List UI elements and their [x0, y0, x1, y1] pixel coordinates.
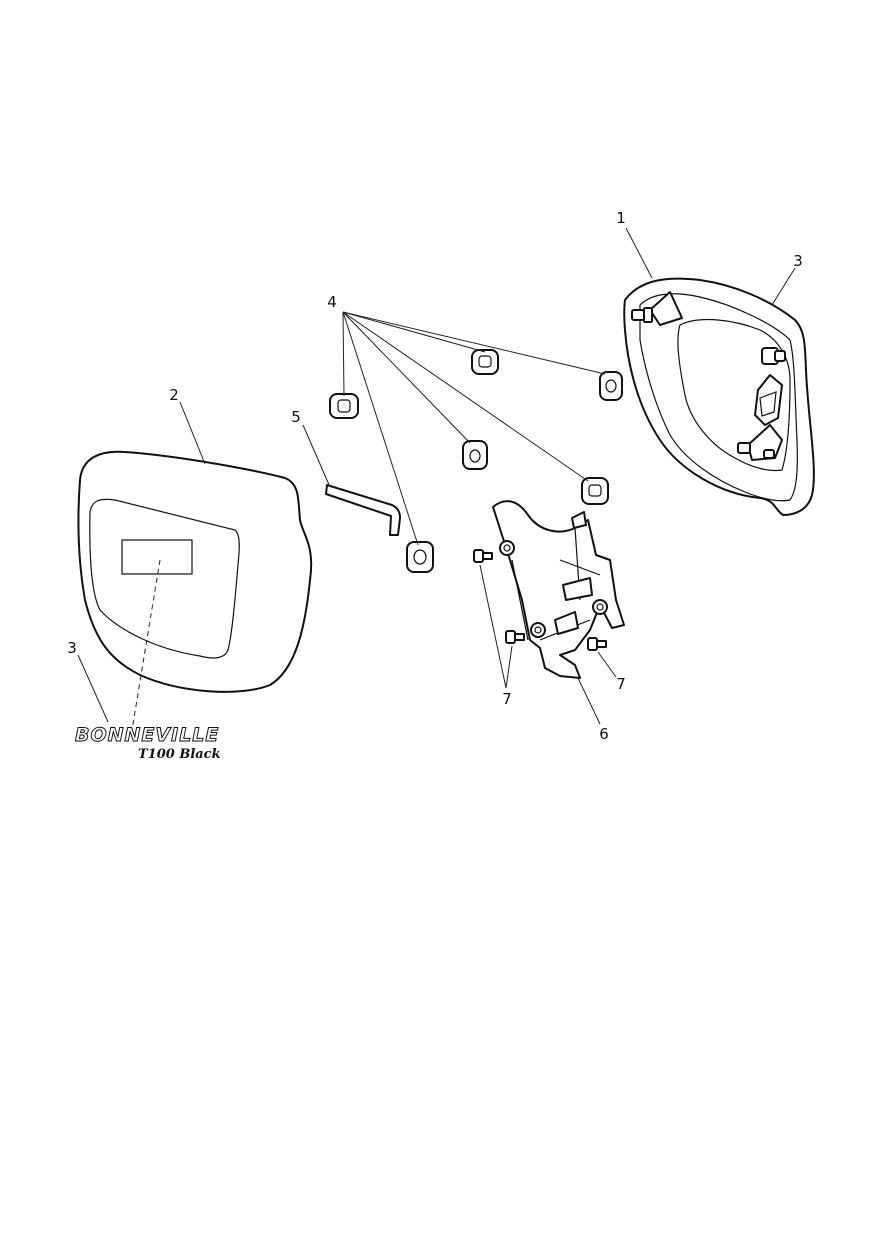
callout-6: 6 [599, 725, 609, 743]
callout-2: 2 [169, 386, 179, 404]
decal-model-text: T100 Black [138, 747, 221, 762]
callout-1: 1 [616, 209, 626, 227]
screw [473, 549, 493, 563]
screw [587, 637, 607, 651]
callout-4: 4 [327, 293, 337, 311]
grommet [406, 541, 434, 573]
callout-5: 5 [291, 408, 301, 426]
grommet [329, 393, 359, 419]
right-side-cover [623, 277, 815, 516]
mounting-lug-bottom [737, 424, 783, 461]
callout-7-right: 7 [616, 675, 626, 693]
decal-placement-area [121, 539, 193, 575]
mounting-bracket [492, 500, 625, 679]
mounting-lug-top [631, 291, 683, 326]
grommet [599, 371, 623, 401]
mounting-lug-middle [761, 347, 786, 365]
decal-brand-text: BONNEVILLE [75, 724, 219, 746]
grommet [581, 477, 609, 505]
mounting-bracket-lower [754, 374, 783, 426]
grommet [471, 349, 499, 375]
callout-7-left: 7 [502, 690, 512, 708]
left-side-cover [77, 450, 313, 693]
screw [505, 630, 525, 644]
leader-lines [77, 227, 796, 737]
hex-key [325, 484, 401, 536]
callout-3-left: 3 [67, 639, 77, 657]
grommet [462, 440, 488, 470]
callout-3-right: 3 [793, 252, 803, 270]
